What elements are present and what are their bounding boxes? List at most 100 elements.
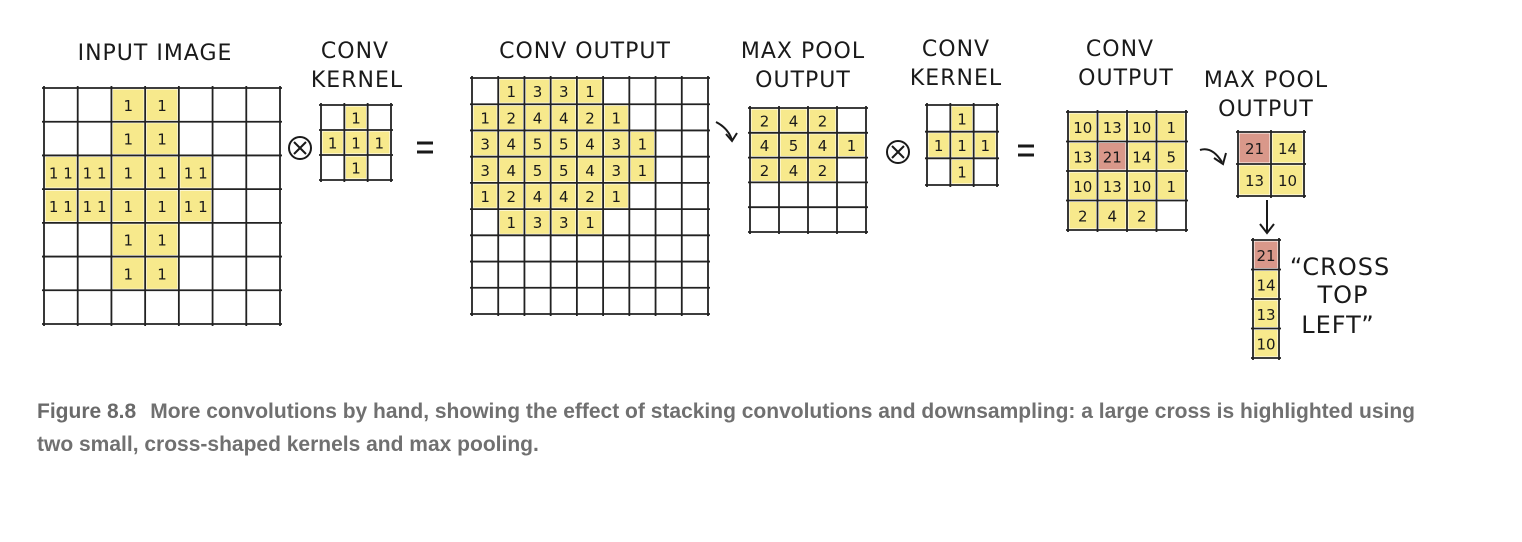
cell-highlight	[552, 184, 576, 208]
cell-highlight	[578, 131, 602, 156]
cell-value: 1	[585, 83, 595, 101]
cell-highlight	[525, 79, 550, 103]
max-pool-1-title-line1: MAX POOL	[741, 39, 865, 64]
cell-value: 4	[585, 136, 595, 154]
cell-highlight	[1128, 172, 1155, 199]
cell-value: 1	[157, 131, 167, 149]
max-cell-highlight	[1239, 133, 1270, 163]
cell-value: 4	[789, 112, 799, 130]
cell-highlight	[1254, 330, 1278, 357]
cell-value: 10	[1073, 178, 1092, 196]
cell-value: 2	[507, 109, 517, 127]
cell-highlight	[1254, 300, 1278, 327]
cell-value: 1 1	[184, 198, 208, 216]
cell-value: 10	[1073, 119, 1092, 137]
arrow-to-max-pool-1-head	[725, 132, 738, 143]
cell-highlight	[499, 210, 523, 234]
cell-highlight	[604, 158, 628, 182]
cell-value: 3	[559, 214, 569, 232]
cell-value: 1	[157, 164, 167, 182]
cell-highlight	[112, 224, 144, 256]
cell-highlight	[552, 131, 576, 156]
cell-highlight	[1254, 271, 1278, 298]
cell-highlight	[604, 184, 628, 208]
cell-highlight	[838, 134, 865, 157]
cell-highlight	[552, 105, 576, 129]
cell-highlight	[630, 158, 655, 182]
cell-value: 1	[157, 232, 167, 250]
cell-value: 5	[559, 136, 569, 154]
cell-value: 5	[533, 162, 543, 180]
convolution-diagram: INPUT IMAGE CONV KERNEL CONV OUTPUT MAX …	[42, 37, 1389, 360]
cell-value: 1	[124, 97, 134, 115]
cell-highlight	[780, 159, 807, 181]
max-pool-2-title-line1: MAX POOL	[1204, 68, 1328, 93]
cell-value: 1	[328, 135, 338, 153]
cell-value: 1	[157, 97, 167, 115]
cell-value: 1	[351, 110, 361, 128]
cell-highlight	[751, 159, 778, 181]
cell-highlight	[345, 131, 367, 154]
cell-value: 14	[1278, 140, 1297, 158]
cell-value: 1	[847, 137, 857, 155]
cell-value: 1 1	[49, 198, 73, 216]
cell-highlight	[604, 131, 628, 156]
cell-highlight	[975, 133, 996, 157]
cell-value: 10	[1132, 119, 1151, 137]
equals-operator-2	[1018, 144, 1034, 157]
cell-value: 13	[1103, 178, 1122, 196]
cell-highlight	[1128, 202, 1155, 229]
cell-highlight	[525, 131, 550, 156]
max-pool-2-title-line2: OUTPUT	[1218, 97, 1314, 122]
cell-value: 3	[559, 83, 569, 101]
cell-value: 1	[611, 188, 621, 206]
cell-value: 10	[1132, 178, 1151, 196]
cell-highlight	[578, 79, 602, 103]
cell-highlight	[552, 79, 576, 103]
cell-highlight	[1128, 113, 1155, 140]
cell-highlight	[809, 109, 836, 132]
cell-highlight	[79, 190, 110, 222]
max-cell-highlight	[1254, 241, 1278, 268]
cell-highlight	[499, 184, 523, 208]
cell-value: 13	[1256, 306, 1275, 324]
cell-highlight	[146, 190, 178, 222]
cell-value: 3	[480, 136, 490, 154]
cell-highlight	[928, 133, 949, 157]
cell-highlight	[525, 210, 550, 234]
cell-value: 1	[981, 137, 991, 155]
conv-output-1-title: CONV OUTPUT	[499, 39, 671, 64]
cell-value: 3	[611, 136, 621, 154]
cell-value: 10	[1256, 335, 1275, 353]
cell-highlight	[112, 190, 144, 222]
cell-value: 4	[507, 136, 517, 154]
cell-value: 13	[1103, 119, 1122, 137]
cell-highlight	[1099, 172, 1126, 199]
cell-value: 1	[957, 164, 967, 182]
cell-highlight	[322, 131, 343, 154]
cell-value: 13	[1073, 148, 1092, 166]
cell-highlight	[630, 131, 655, 156]
cell-highlight	[780, 134, 807, 157]
cell-value: 4	[1107, 207, 1117, 225]
cell-highlight	[1272, 165, 1303, 195]
cell-highlight	[369, 131, 390, 154]
cell-value: 1	[124, 198, 134, 216]
cell-highlight	[499, 105, 523, 129]
cell-value: 1	[351, 135, 361, 153]
cross-top-left-label-line2: TOP	[1316, 281, 1368, 309]
cell-highlight	[1069, 113, 1096, 140]
cell-highlight	[146, 89, 178, 121]
cell-value: 10	[1278, 172, 1297, 190]
cell-value: 1	[611, 109, 621, 127]
cell-highlight	[112, 258, 144, 289]
cell-value: 4	[559, 188, 569, 206]
cell-highlight	[552, 210, 576, 234]
cell-value: 21	[1256, 247, 1275, 265]
cell-highlight	[525, 105, 550, 129]
cell-value: 1 1	[49, 164, 73, 182]
cell-value: 1	[585, 214, 595, 232]
